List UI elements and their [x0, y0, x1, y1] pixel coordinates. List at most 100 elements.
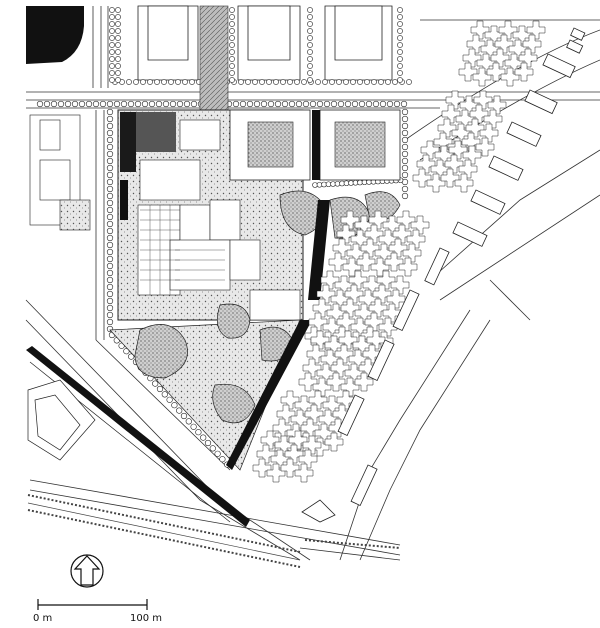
tree — [176, 100, 184, 108]
tree — [307, 35, 313, 41]
tree — [397, 49, 403, 55]
tree — [385, 79, 391, 85]
house — [462, 48, 482, 68]
house — [386, 289, 406, 309]
tree — [397, 77, 403, 83]
tree — [401, 171, 409, 179]
house — [260, 430, 280, 450]
house — [332, 238, 352, 258]
house — [390, 275, 410, 295]
tree — [365, 100, 373, 108]
tree — [156, 385, 164, 393]
tree — [115, 42, 121, 48]
dark-strip — [226, 320, 312, 470]
tree — [301, 79, 307, 85]
house — [441, 104, 461, 124]
house — [518, 48, 538, 68]
tree — [185, 418, 192, 425]
house — [440, 168, 460, 188]
tree — [336, 79, 342, 85]
house — [392, 224, 412, 244]
house — [340, 210, 360, 230]
tree — [245, 79, 251, 85]
dark-strip-upper — [308, 200, 330, 300]
tree — [141, 100, 149, 108]
tree — [113, 100, 121, 108]
courtyard-blocks — [120, 109, 401, 220]
house — [298, 372, 318, 392]
house — [298, 449, 318, 469]
tree — [330, 100, 338, 108]
house — [310, 330, 330, 350]
tree — [183, 100, 191, 108]
tree — [229, 63, 235, 69]
tree — [401, 185, 409, 193]
tree — [106, 304, 114, 312]
tree — [106, 255, 114, 263]
house — [402, 243, 422, 263]
house — [266, 463, 286, 483]
house — [312, 298, 332, 318]
tree — [133, 79, 139, 85]
house — [445, 90, 465, 110]
tree — [307, 7, 313, 13]
house — [284, 444, 304, 464]
tree — [307, 56, 313, 62]
tree — [50, 100, 58, 108]
tree — [295, 100, 303, 108]
house — [388, 238, 408, 258]
tree — [109, 35, 115, 41]
house — [326, 372, 346, 392]
tree — [106, 262, 114, 270]
tree — [109, 70, 115, 76]
house — [526, 20, 546, 40]
tree — [307, 42, 313, 48]
tree — [106, 192, 114, 200]
tree — [229, 56, 235, 62]
tree — [309, 100, 317, 108]
tree — [148, 100, 156, 108]
canal — [26, 346, 250, 527]
tree — [134, 100, 142, 108]
house — [500, 67, 520, 87]
small-building — [301, 499, 336, 523]
tree — [397, 7, 403, 13]
house — [306, 344, 326, 364]
tree — [392, 79, 398, 85]
house — [360, 238, 380, 258]
tree — [246, 100, 254, 108]
building-blocks-top — [137, 5, 393, 81]
house — [302, 435, 322, 455]
tree — [115, 49, 121, 55]
tree — [120, 100, 128, 108]
tree — [307, 14, 313, 20]
tree — [154, 79, 160, 85]
house — [368, 210, 388, 230]
house — [340, 298, 360, 318]
tree — [99, 100, 107, 108]
tree — [64, 100, 72, 108]
house — [316, 284, 336, 304]
house — [498, 20, 518, 40]
tree — [364, 79, 370, 85]
tree — [229, 77, 235, 83]
north-arrow-icon — [70, 554, 104, 588]
tree — [128, 353, 135, 360]
linear-buildings — [337, 27, 586, 507]
tree — [329, 79, 335, 85]
tree — [219, 456, 226, 463]
tree — [106, 122, 114, 130]
tree — [371, 79, 377, 85]
house — [458, 159, 478, 179]
tree — [85, 100, 93, 108]
tree — [115, 70, 121, 76]
scale-bar — [37, 599, 148, 610]
house — [308, 390, 328, 410]
tree — [115, 21, 121, 27]
tree — [229, 35, 235, 41]
house — [364, 224, 384, 244]
railway — [27, 494, 401, 568]
tree — [106, 164, 114, 172]
house — [312, 377, 332, 397]
